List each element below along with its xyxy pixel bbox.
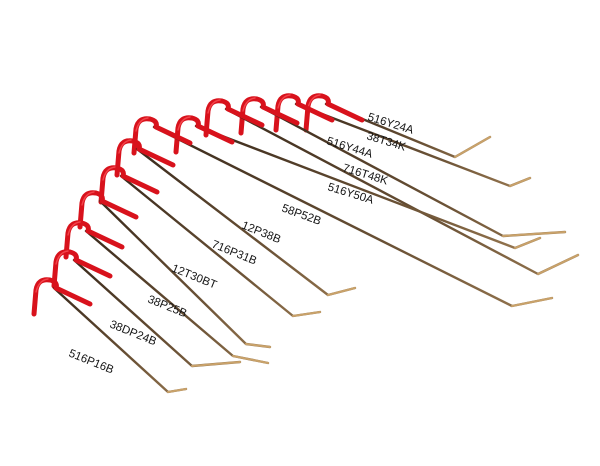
rod-38T34K: [273, 93, 532, 188]
rod-handle-516Y44A: [238, 96, 300, 136]
rod-516Y50A: [173, 115, 542, 250]
rods-layer: [31, 93, 580, 394]
rod-handle-shine-516Y24A: [307, 94, 321, 109]
rod-label-12P38B: 12P38B: [240, 220, 283, 247]
rod-516P16B: [31, 277, 188, 394]
rod-label-58P52B: 58P52B: [280, 203, 323, 228]
rod-tip-38P25B: [232, 355, 269, 364]
rod-tip-12P38B: [327, 287, 356, 296]
rod-tip-58P52B: [511, 297, 553, 307]
rod-38P25B: [63, 220, 270, 365]
rod-tip-716P31B: [292, 311, 321, 317]
rod-handle-516Y50A: [173, 115, 235, 155]
rod-label-516P16B: 516P16B: [67, 348, 116, 377]
rod-tip-516Y24A: [454, 136, 491, 158]
rod-handle-shine-516Y44A: [242, 97, 256, 112]
rod-handle-38P25B: [63, 220, 125, 260]
rod-handle-shine-516P16B: [35, 278, 49, 293]
rod-handle-12T30BT: [77, 190, 139, 230]
rod-handle-shine-58P52B: [135, 117, 149, 132]
rod-tip-716T48K: [537, 254, 579, 275]
rod-label-38P25B: 38P25B: [146, 294, 189, 321]
rod-tip-38T34K: [509, 177, 531, 187]
rod-tip-516Y44A: [502, 231, 566, 237]
rod-12P38B: [114, 138, 357, 297]
rod-handle-shine-38T34K: [277, 94, 291, 109]
rod-38DP24B: [51, 249, 242, 368]
rod-tip-38DP24B: [191, 361, 241, 367]
rod-handle-shine-12P38B: [118, 139, 132, 154]
rod-handle-12P38B: [114, 138, 176, 178]
rod-tip-516P16B: [167, 388, 187, 393]
rod-716T48K: [203, 98, 580, 276]
rod-handle-shine-716T48K: [207, 99, 221, 114]
rod-handle-716T48K: [203, 98, 265, 138]
rod-tip-516Y50A: [514, 237, 541, 249]
rod-handle-38DP24B: [51, 249, 113, 289]
rod-12T30BT: [77, 190, 272, 349]
rod-tip-12T30BT: [245, 343, 271, 348]
rod-58P52B: [131, 116, 554, 308]
rod-handle-shine-516Y50A: [177, 116, 191, 131]
rod-handle-716P31B: [98, 165, 160, 205]
rod-handle-38T34K: [273, 93, 335, 133]
rod-716P31B: [98, 165, 322, 318]
rod-handle-shine-12T30BT: [81, 191, 95, 206]
rod-516Y24A: [303, 93, 492, 159]
rod-handle-shine-38DP24B: [55, 250, 69, 265]
rod-handle-shine-38P25B: [67, 221, 81, 236]
rod-handle-shine-716P31B: [102, 166, 116, 181]
rod-handle-516Y24A: [303, 93, 365, 133]
rod-handle-516P16B: [31, 277, 93, 317]
rod-516Y44A: [238, 96, 567, 238]
rod-handle-58P52B: [131, 116, 193, 156]
